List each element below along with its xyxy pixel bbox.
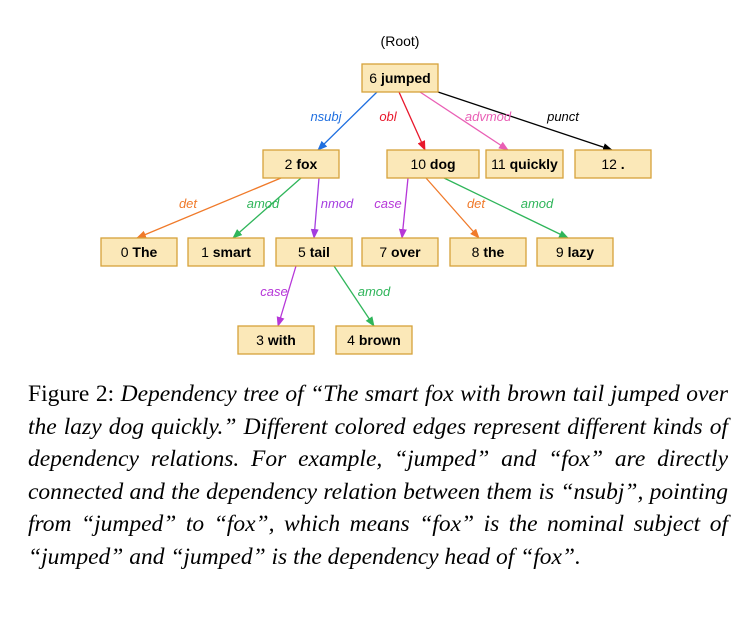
node-n1: 1 smart	[187, 237, 265, 267]
node-box	[574, 149, 652, 179]
node-index: 4	[347, 332, 359, 348]
node-n7: 7 over	[361, 237, 439, 267]
node-word: brown	[359, 332, 401, 348]
edge-label-advmod: advmod	[465, 109, 512, 124]
figure-caption: Figure 2: Dependency tree of “The smart …	[28, 378, 728, 573]
node-word: smart	[213, 244, 251, 260]
node-box	[262, 149, 340, 179]
node-index: 9	[556, 244, 568, 260]
node-n2: 2 fox	[262, 149, 340, 179]
node-label: 2 fox	[285, 156, 318, 172]
node-box	[187, 237, 265, 267]
edge-amod-n10-n9	[443, 177, 569, 239]
edge-obl-n6-n10	[398, 91, 426, 151]
edge-label-nmod: nmod	[321, 196, 354, 211]
node-label: 6 jumped	[369, 70, 430, 86]
node-word: The	[132, 244, 157, 260]
node-index: 2	[285, 156, 297, 172]
node-word: dog	[430, 156, 456, 172]
node-n9: 9 lazy	[536, 237, 614, 267]
node-label: 10 dog	[410, 156, 455, 172]
node-n8: 8 the	[449, 237, 527, 267]
node-index: 11	[491, 156, 509, 172]
edge-det-n10-n8	[425, 177, 480, 239]
node-index: 5	[298, 244, 310, 260]
node-word: tail	[310, 244, 330, 260]
node-n10: 10 dog	[386, 149, 480, 179]
node-index: 1	[201, 244, 213, 260]
node-index: 6	[369, 70, 381, 86]
edge-case-n5-n3	[276, 265, 297, 327]
node-n4: 4 brown	[335, 325, 413, 355]
edge-advmod-n6-n11	[419, 91, 509, 151]
node-index: 10	[410, 156, 429, 172]
edge-label-det: det	[467, 196, 486, 211]
edge-label-case: case	[374, 196, 401, 211]
node-label: 8 the	[472, 244, 505, 260]
node-box	[361, 63, 439, 93]
node-word: jumped	[380, 70, 431, 86]
node-box	[386, 149, 480, 179]
edge-punct-n6-n12	[437, 91, 613, 151]
node-box	[275, 237, 353, 267]
node-box	[536, 237, 614, 267]
node-word: over	[391, 244, 421, 260]
node-label: 4 brown	[347, 332, 401, 348]
edge-label-amod: amod	[247, 196, 280, 211]
node-word: .	[621, 156, 625, 172]
node-n0: 0 The	[100, 237, 178, 267]
node-label: 3 with	[256, 332, 296, 348]
node-box	[449, 237, 527, 267]
edge-label-amod: amod	[521, 196, 554, 211]
caption-body: Dependency tree of “The smart fox with b…	[28, 381, 729, 570]
node-index: 7	[379, 244, 391, 260]
edge-label-punct: punct	[546, 109, 580, 124]
node-label: 1 smart	[201, 244, 251, 260]
edge-case-n10-n7	[398, 177, 409, 239]
edges-layer	[136, 91, 613, 327]
edge-det-n2-n0	[136, 177, 282, 239]
edge-label-obl: obl	[379, 109, 397, 124]
edge-label-det: det	[179, 196, 198, 211]
node-word: fox	[296, 156, 317, 172]
edge-label-case: case	[260, 284, 287, 299]
node-label: 9 lazy	[556, 244, 594, 260]
node-label: 7 over	[379, 244, 421, 260]
node-index: 0	[121, 244, 133, 260]
node-index: 3	[256, 332, 268, 348]
node-box	[361, 237, 439, 267]
node-word: lazy	[568, 244, 595, 260]
edge-label-amod: amod	[358, 284, 391, 299]
node-word: the	[483, 244, 504, 260]
node-box	[485, 149, 564, 179]
node-n12: 12 .	[574, 149, 652, 179]
node-label: 11 quickly	[491, 156, 558, 172]
node-label: 0 The	[121, 244, 158, 260]
node-n3: 3 with	[237, 325, 315, 355]
root-label: (Root)	[381, 33, 420, 49]
edge-labels-layer: nsubj obl advmod punct det amod nmod case det amo…	[179, 109, 580, 299]
node-n5: 5 tail	[275, 237, 353, 267]
edge-label-nsubj: nsubj	[310, 109, 342, 124]
edge-amod-n2-n1	[232, 177, 302, 239]
node-word: with	[267, 332, 296, 348]
node-word: quickly	[510, 156, 558, 172]
node-box	[335, 325, 413, 355]
node-label: 12 .	[601, 156, 624, 172]
node-label: 5 tail	[298, 244, 330, 260]
node-index: 12	[601, 156, 620, 172]
edge-nmod-n2-n5	[310, 177, 320, 239]
node-box	[100, 237, 178, 267]
node-box	[237, 325, 315, 355]
edge-amod-n5-n4	[333, 265, 375, 327]
node-n11: 11 quickly	[485, 149, 564, 179]
edge-nsubj-n6-n2	[317, 91, 378, 151]
node-index: 8	[472, 244, 484, 260]
caption-prefix: Figure 2:	[28, 381, 115, 407]
node-n6: 6 jumped	[361, 63, 439, 93]
